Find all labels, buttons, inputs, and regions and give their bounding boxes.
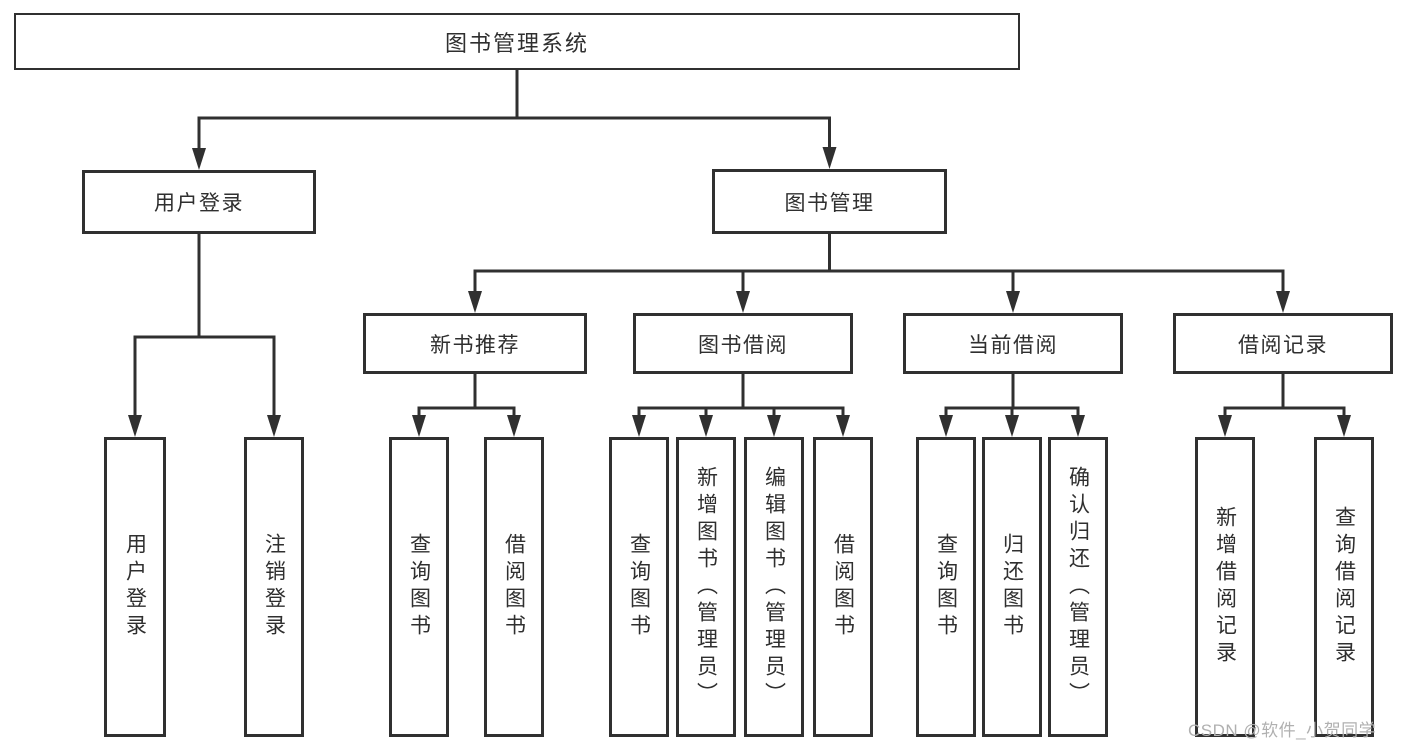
node-label-leaf-query-borrow-record: 查询借阅记录	[1332, 506, 1356, 668]
node-label-leaf-query-book-2: 查询图书	[627, 533, 651, 641]
node-label-borrowing-records: 借阅记录	[1238, 333, 1328, 357]
arrowhead	[192, 148, 206, 170]
node-label-leaf-query-book-1: 查询图书	[407, 533, 431, 641]
node-label-leaf-edit-book-admin: 编辑图书（管理员）	[762, 465, 786, 709]
node-current-borrowing: 当前借阅	[903, 313, 1123, 374]
arrowhead	[128, 415, 142, 437]
node-label-current-borrowing: 当前借阅	[968, 333, 1058, 357]
arrowhead	[767, 415, 781, 437]
node-root: 图书管理系统	[14, 13, 1020, 70]
arrowhead	[736, 291, 750, 313]
node-label-leaf-confirm-return-admin: 确认归还（管理员）	[1066, 465, 1090, 709]
arrowhead	[1005, 415, 1019, 437]
arrowhead	[939, 415, 953, 437]
node-label-leaf-logout: 注销登录	[262, 533, 286, 641]
node-label-new-book-recommend: 新书推荐	[430, 333, 520, 357]
node-leaf-return-book: 归还图书	[982, 437, 1042, 737]
node-label-book-borrowing: 图书借阅	[698, 333, 788, 357]
node-book-management: 图书管理	[712, 169, 947, 234]
node-label-book-management: 图书管理	[784, 191, 875, 215]
node-label-leaf-add-book-admin: 新增图书（管理员）	[694, 465, 718, 709]
arrowhead	[1218, 415, 1232, 437]
node-label-leaf-return-book: 归还图书	[1000, 533, 1024, 641]
arrowhead	[1276, 291, 1290, 313]
node-leaf-borrow-book-1: 借阅图书	[484, 437, 544, 737]
node-borrowing-records: 借阅记录	[1173, 313, 1393, 374]
node-leaf-logout: 注销登录	[244, 437, 304, 737]
node-label-root: 图书管理系统	[444, 30, 589, 56]
node-label-leaf-add-borrow-record: 新增借阅记录	[1213, 506, 1237, 668]
arrowhead	[267, 415, 281, 437]
node-leaf-user-login: 用户登录	[104, 437, 166, 737]
node-label-user-login: 用户登录	[154, 192, 244, 215]
arrowhead	[836, 415, 850, 437]
arrowhead	[468, 291, 482, 313]
watermark: CSDN @软件_小贺同学	[1188, 721, 1377, 740]
node-user-login: 用户登录	[82, 170, 316, 234]
arrowhead	[699, 415, 713, 437]
arrowhead	[1337, 415, 1351, 437]
node-leaf-add-book-admin: 新增图书（管理员）	[676, 437, 736, 737]
node-new-book-recommend: 新书推荐	[363, 313, 587, 374]
node-leaf-add-borrow-record: 新增借阅记录	[1195, 437, 1255, 737]
node-leaf-borrow-book-2: 借阅图书	[813, 437, 873, 737]
arrowhead	[1071, 415, 1085, 437]
node-book-borrowing: 图书借阅	[633, 313, 853, 374]
arrowhead	[1006, 291, 1020, 313]
arrowhead	[632, 415, 646, 437]
node-label-leaf-user-login: 用户登录	[123, 533, 147, 641]
arrowhead	[822, 147, 837, 169]
node-leaf-query-book-3: 查询图书	[916, 437, 976, 737]
node-label-leaf-borrow-book-1: 借阅图书	[502, 533, 526, 641]
node-leaf-query-book-2: 查询图书	[609, 437, 669, 737]
node-leaf-query-borrow-record: 查询借阅记录	[1314, 437, 1374, 737]
node-leaf-confirm-return-admin: 确认归还（管理员）	[1048, 437, 1108, 737]
node-label-leaf-query-book-3: 查询图书	[934, 533, 958, 641]
node-leaf-edit-book-admin: 编辑图书（管理员）	[744, 437, 804, 737]
node-leaf-query-book-1: 查询图书	[389, 437, 449, 737]
arrowhead	[507, 415, 521, 437]
node-label-leaf-borrow-book-2: 借阅图书	[831, 533, 855, 641]
arrowhead	[412, 415, 426, 437]
